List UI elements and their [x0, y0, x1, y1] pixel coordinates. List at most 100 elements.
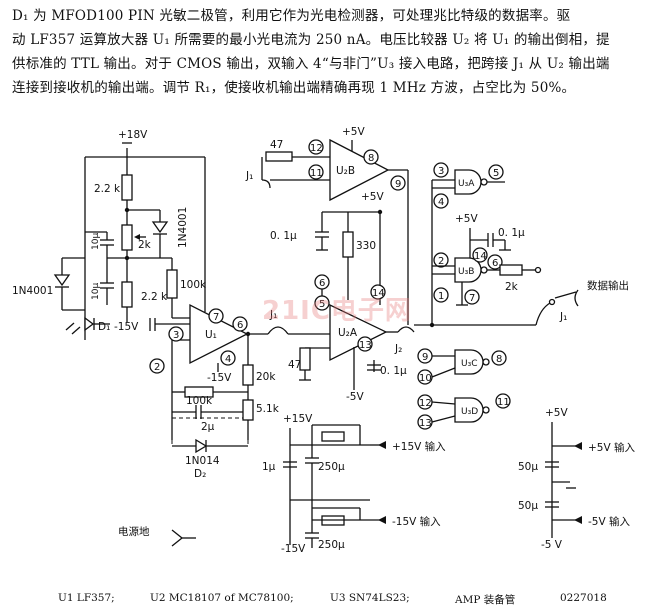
- supply-label: -15V: [114, 321, 139, 333]
- pin-circle: [433, 193, 449, 209]
- resistor-label: 5.1k: [256, 403, 280, 415]
- opamp-label: U₁: [205, 329, 217, 341]
- pin-number: 1: [438, 291, 444, 302]
- input-arrow-icon: [378, 516, 386, 524]
- input-label: -5V 输入: [588, 515, 630, 528]
- resistor-label: 47: [288, 359, 301, 371]
- watermark: 21IC电子网: [262, 296, 412, 326]
- resistor-label: 2.2 k: [94, 183, 121, 195]
- resistor-label: 2k: [138, 239, 152, 251]
- parts-footer: U1 LF357; U2 MC18107 of MC78100; U3 SN74…: [0, 592, 664, 610]
- output-terminal: [548, 298, 556, 306]
- zener-label: 1N4001: [177, 207, 189, 248]
- cap-label: 1μ: [262, 461, 276, 473]
- pin-number: 13: [359, 340, 372, 351]
- pin-circle: [472, 247, 488, 263]
- cap-label: 10μ: [91, 233, 101, 250]
- junction-dot: [245, 331, 251, 337]
- pin-circle: [308, 164, 324, 180]
- supply-label: -15V: [281, 543, 306, 555]
- description-line: 动 LF357 运算放大器 U₁ 所需要的最小光电流为 250 nA。电压比较器…: [12, 32, 610, 48]
- ground-connector: [171, 529, 184, 547]
- comparator-u2b: [329, 138, 390, 202]
- pin-circle: [357, 336, 373, 352]
- supply-label: +5V: [455, 213, 478, 225]
- gate-label: U₃B: [458, 267, 474, 277]
- supply-label: -15V: [207, 372, 232, 384]
- photodiode-label: D₁: [98, 321, 110, 333]
- jumper-j1: [267, 326, 289, 335]
- pin-number: 6: [319, 278, 325, 289]
- input-label: -15V 输入: [392, 515, 441, 528]
- description-line: D₁ 为 MFOD100 PIN 光敏二极管，利用它作为光电检测器，可处理兆比特…: [12, 8, 571, 24]
- pin-number: 5: [493, 168, 499, 179]
- footer-code: 0227018: [560, 592, 607, 604]
- ps-resistor-top: [321, 431, 345, 442]
- pin-circle: [491, 350, 507, 366]
- pin-circle: [363, 149, 379, 165]
- pin-number: 6: [492, 258, 498, 269]
- jumper-out: [535, 302, 551, 326]
- pin-number: 11: [310, 168, 323, 179]
- pot-wiper-icon: [134, 234, 140, 240]
- cap-label: 0. 1μ: [270, 230, 297, 242]
- input-arrow-icon: [574, 442, 582, 450]
- cap-label: 250μ: [318, 539, 345, 551]
- cap-label: 2μ: [201, 421, 215, 433]
- supply-label: +5V: [342, 126, 365, 138]
- cap-label: 250μ: [318, 461, 345, 473]
- pin-number: 9: [395, 179, 401, 190]
- footer-u1: U1 LF357;: [58, 592, 115, 604]
- cap-label: 10μ: [91, 283, 101, 300]
- pin-number: 14: [372, 288, 385, 299]
- comparator-label: U₂B: [336, 165, 355, 177]
- footer-u2: U2 MC18107 of MC78100;: [150, 592, 294, 604]
- resistor-2k-out: [499, 264, 523, 276]
- jumper-label: J₁: [559, 311, 567, 323]
- pin-number: 8: [368, 153, 374, 164]
- junction-dot: [377, 209, 383, 215]
- pin-number: 4: [438, 197, 444, 208]
- data-output-label: 数据输出: [587, 279, 629, 292]
- resistor-20k: [242, 364, 254, 386]
- pin-number: 3: [173, 330, 179, 341]
- input-label: +15V 输入: [392, 440, 446, 453]
- resistor-label: 2.2 k: [141, 291, 168, 303]
- jumper-label: J₂: [394, 343, 402, 355]
- input-arrow-icon: [574, 516, 582, 524]
- pin-number: 3: [438, 166, 444, 177]
- supply-label: +18V: [118, 129, 148, 141]
- pin-number: 11: [497, 397, 510, 408]
- light-arrow-icon: [71, 326, 81, 335]
- resistor-2k: [121, 224, 133, 251]
- supply-label: -5V: [346, 391, 364, 403]
- pin-number: 2: [154, 362, 160, 373]
- zener-diode: [151, 221, 169, 234]
- diode-label: D₂: [194, 468, 206, 480]
- gate-label: U₃A: [458, 179, 475, 189]
- resistor-label: 20k: [256, 371, 276, 383]
- diode-label: 1N4001: [12, 285, 53, 297]
- resistor-label: 2k: [505, 281, 519, 293]
- supply-label: +15V: [283, 413, 313, 425]
- pin-number: 13: [419, 418, 432, 429]
- cap-label: 50μ: [518, 461, 538, 473]
- light-arrow-icon: [65, 322, 75, 331]
- footer-amp: AMP 装备管: [455, 594, 516, 606]
- pin-number: 9: [422, 352, 428, 363]
- jumper-j1-top: [261, 179, 271, 189]
- output-connector: [574, 289, 579, 307]
- description: D₁ 为 MFOD100 PIN 光敏二极管，利用它作为光电检测器，可处理兆比特…: [12, 4, 656, 100]
- resistor-47-low: [299, 347, 311, 371]
- cap-label: 50μ: [518, 500, 538, 512]
- photodiode: [84, 316, 95, 332]
- pin-circle: [433, 162, 449, 178]
- nand-bubble: [482, 358, 490, 366]
- resistor-47-top: [265, 151, 293, 162]
- nand-bubble: [482, 406, 490, 414]
- supply-label: +5V: [545, 407, 568, 419]
- gate-label: U₃D: [461, 407, 478, 417]
- pin-circle: [390, 175, 406, 191]
- ground-label: 电源地: [118, 525, 150, 538]
